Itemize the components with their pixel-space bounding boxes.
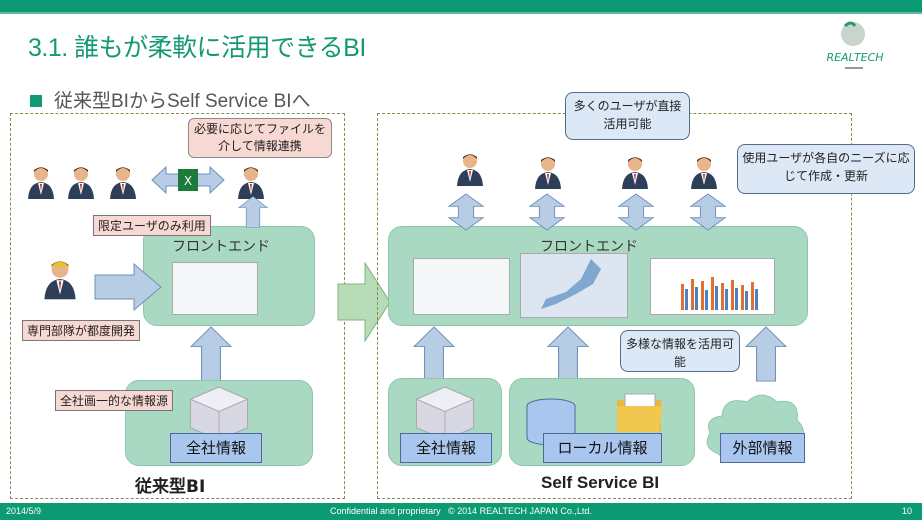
left-frontend-label: フロントエンド: [172, 239, 270, 255]
info-external: 外部情報: [720, 433, 805, 463]
report-screenshot: [172, 262, 258, 315]
footer-date: 2014/5/9: [6, 506, 42, 516]
updown-arrow-icon: [447, 193, 485, 231]
bullet-square-icon: [30, 95, 42, 107]
arrow-right-icon: [94, 263, 162, 311]
dashboard-screenshot: [413, 258, 510, 315]
user-icon: [108, 165, 138, 199]
page-title: 3.1. 誰もが柔軟に活用できるBI: [28, 34, 366, 62]
map-screenshot: [520, 253, 628, 318]
footer-page-number: 10: [902, 506, 913, 516]
footer-confidential: Confidential and proprietary: [330, 506, 441, 516]
callout-various-info: 多様な情報を活用可能: [620, 330, 740, 372]
top-bar: [0, 0, 922, 14]
info-company-left: 全社情報: [170, 433, 262, 463]
updown-arrow-icon: [528, 193, 566, 231]
updown-arrow-icon: [617, 193, 655, 231]
self-service-bi-label: Self Service BI: [541, 473, 660, 492]
arrow-up-icon: [745, 326, 787, 382]
svg-text:X: X: [184, 174, 192, 188]
updown-arrow-icon: [689, 193, 727, 231]
callout-many-users: 多くのユーザが直接活用可能: [565, 92, 690, 140]
user-icon: [689, 155, 719, 189]
arrow-up-icon: [413, 326, 455, 382]
tag-limited-users: 限定ユーザのみ利用: [93, 215, 211, 236]
excel-exchange-icon: X: [151, 165, 225, 195]
arrow-up-icon: [190, 326, 232, 382]
callout-file-exchange: 必要に応じてファイルを介して情報連携: [188, 118, 332, 158]
arrow-up-icon: [238, 196, 268, 228]
subtitle-text: 従来型BIからSelf Service BIへ: [54, 91, 311, 112]
callout-user-update: 使用ユーザが各自のニーズに応じて作成・更新: [737, 144, 915, 194]
user-icon: [533, 155, 563, 189]
user-icon: [26, 165, 56, 199]
info-company-right: 全社情報: [400, 433, 492, 463]
footer-copyright: © 2014 REALTECH JAPAN Co.,Ltd.: [448, 506, 592, 516]
realtech-logo: REALTECH: [805, 18, 905, 73]
user-icon: [620, 155, 650, 189]
arrow-up-icon: [547, 326, 589, 382]
info-local: ローカル情報: [543, 433, 662, 463]
traditional-bi-label: 従来型BI: [135, 477, 206, 497]
tag-dedicated-dev: 専門部隊が都度開発: [22, 320, 141, 341]
folder-icon: [617, 393, 663, 432]
tag-uniform-source: 全社画一的な情報源: [55, 390, 174, 411]
user-icon: [236, 165, 266, 199]
subtitle: 従来型BIからSelf Service BIへ: [30, 86, 311, 113]
user-icon: [455, 152, 485, 186]
worker-icon: [42, 258, 78, 300]
user-icon: [66, 165, 96, 199]
svg-text:REALTECH: REALTECH: [826, 51, 883, 64]
right-frontend-label: フロントエンド: [540, 239, 638, 255]
chart-screenshot: [650, 258, 775, 315]
footer: 2014/5/9 Confidential and proprietary © …: [0, 503, 922, 520]
